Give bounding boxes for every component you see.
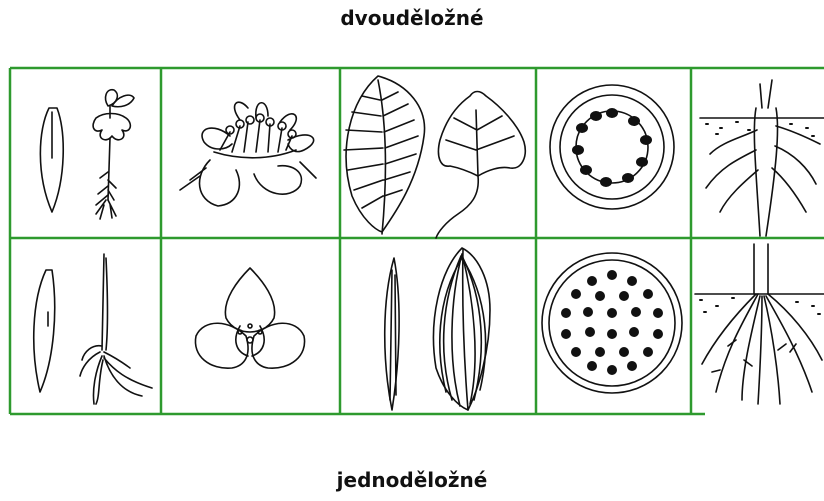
stem-ring-vascular-bundles-icon	[550, 85, 674, 209]
fibrous-root-icon	[695, 244, 824, 404]
net-veined-leaves-icon	[344, 76, 525, 238]
stem-scattered-vascular-bundles-icon	[542, 253, 682, 393]
two-cotyledon-seedling-icon	[40, 90, 134, 219]
five-petal-flower-icon	[180, 102, 316, 206]
three-petal-flower-icon	[195, 268, 304, 368]
taproot-icon	[700, 80, 824, 236]
title-monocots: jednoděložné	[0, 468, 824, 492]
grid-lines	[10, 68, 824, 414]
parallel-veined-leaves-icon	[385, 248, 490, 410]
one-cotyledon-seedling-icon	[34, 254, 152, 404]
